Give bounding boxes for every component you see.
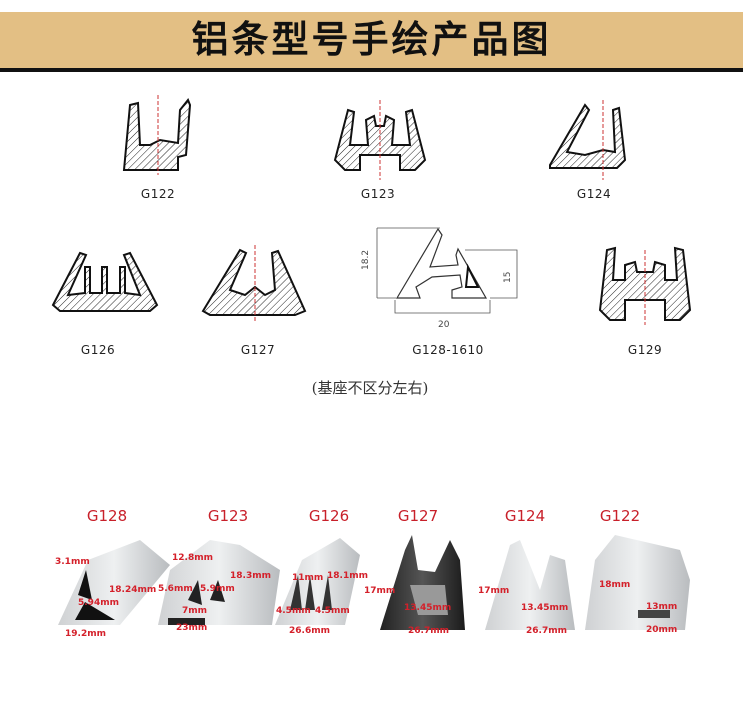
photo-g123: [158, 540, 280, 625]
dimension: 17mm: [478, 586, 510, 596]
photo-label: G122: [599, 507, 641, 525]
drawing-label: G122: [140, 187, 176, 201]
dimension: 4.5mm: [276, 606, 311, 616]
dimension: 26.6mm: [289, 626, 330, 636]
drawing-label: G126: [80, 343, 116, 357]
drawing-label: G123: [360, 187, 396, 201]
dimension: 20mm: [646, 625, 678, 635]
drawing-g126: [51, 251, 159, 312]
drawing-g123: [333, 100, 427, 180]
dimension: 13mm: [646, 602, 678, 612]
drawing-g127: [201, 245, 307, 323]
dimension: 18mm: [599, 580, 631, 590]
drawing-g129: [598, 246, 692, 325]
dimension: 26.7mm: [526, 626, 567, 636]
dimension: 5.94mm: [78, 598, 119, 608]
drawing-label: G129: [627, 343, 663, 357]
dimension: 13.45mm: [404, 603, 452, 613]
drawing-label: G128-1610: [412, 343, 484, 357]
photo-label: G126: [308, 507, 350, 525]
drawing-g128-1610: 18.2 20 15: [361, 227, 518, 330]
drawing-label: G127: [240, 343, 276, 357]
title-banner: 铝条型号手绘产品图: [0, 12, 743, 68]
dimension: 17mm: [364, 586, 396, 596]
photo-label: G127: [397, 507, 439, 525]
drawing-g124: [549, 100, 627, 180]
dimension: 11mm: [292, 573, 324, 583]
dimension: 18.3mm: [230, 571, 271, 581]
dimension: 3.1mm: [55, 557, 90, 567]
dim-height: 18.2: [361, 250, 371, 270]
drawing-label: G124: [576, 187, 612, 201]
page-title: 铝条型号手绘产品图: [191, 18, 552, 61]
dim-inner: 15: [503, 272, 513, 283]
dimension: 18.24mm: [109, 585, 157, 595]
dimension: 12.8mm: [172, 553, 213, 563]
photo-label: G128: [86, 507, 128, 525]
dimension: 18.1mm: [327, 571, 368, 581]
photo-label: G123: [207, 507, 249, 525]
dimension: 19.2mm: [65, 629, 106, 639]
dimension: 23mm: [176, 623, 208, 633]
photo-profiles: [58, 535, 690, 630]
photo-g127: [380, 535, 465, 630]
photo-label: G124: [504, 507, 546, 525]
dimension: 4.5mm: [315, 606, 350, 616]
drawing-g122: [122, 95, 192, 175]
dim-width: 20: [438, 320, 450, 330]
photo-g128: [58, 540, 170, 625]
dimension: 13.45mm: [521, 603, 569, 613]
note: (基座不区分左右): [311, 379, 429, 397]
dimension: 5.6mm: [158, 584, 193, 594]
photo-g124: [485, 540, 575, 630]
photo-g122: [585, 535, 690, 630]
dimension: 5.9mm: [200, 584, 235, 594]
dimension: 26.7mm: [408, 626, 449, 636]
dimension: 7mm: [182, 606, 208, 616]
divider: [0, 68, 743, 72]
